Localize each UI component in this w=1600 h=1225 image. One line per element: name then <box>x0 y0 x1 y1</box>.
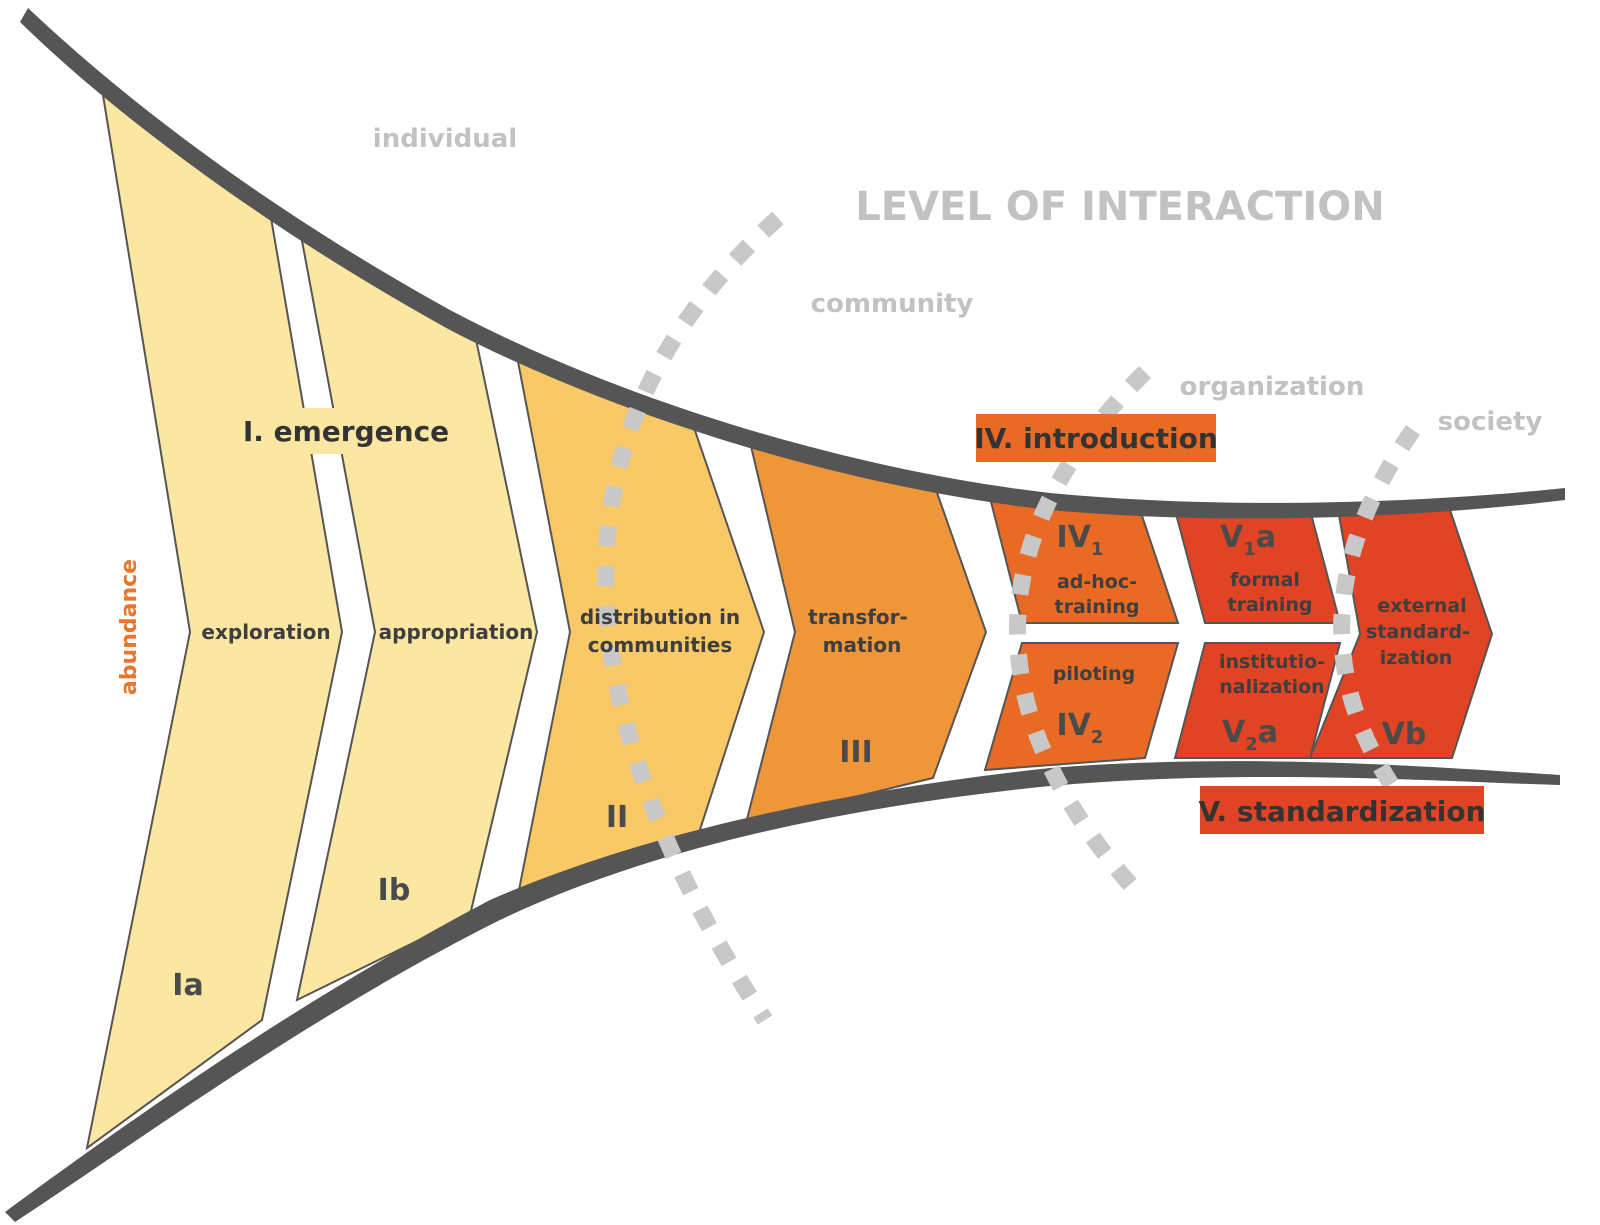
phase-emergence-label: I. emergence <box>243 415 449 448</box>
stage-v1a-code-main: V <box>1220 520 1244 555</box>
stage-v2a-code: V2a <box>1222 715 1278 755</box>
stage-iv2-label: piloting <box>1053 663 1135 685</box>
stage-vb-label-line2: standard- <box>1366 621 1470 643</box>
level-boundary-community-arc <box>597 211 784 1025</box>
stage-v2a-label-line1: institutio- <box>1219 651 1325 673</box>
stage-v1a-code: V1a <box>1220 520 1276 560</box>
stage-ia-label: exploration <box>201 620 330 644</box>
stage-v1a-code-suffix: a <box>1256 520 1276 555</box>
stage-v2a-code-main: V <box>1222 715 1246 750</box>
phase-introduction-badge <box>976 414 1216 462</box>
stage-ii-label-line2: communities <box>588 633 733 657</box>
stage-ii-code: II <box>606 800 628 835</box>
phase-introduction-label: IV. introduction <box>974 422 1218 455</box>
stage-iv1-code: IV1 <box>1057 520 1104 560</box>
stage-v2a-code-suffix: a <box>1258 715 1278 750</box>
stage-ib-label: appropriation <box>379 620 534 644</box>
level-individual: individual <box>373 124 517 154</box>
phase-standardization-label: V. standardization <box>1198 795 1485 828</box>
stage-v2a-code-sub: 2 <box>1245 734 1258 755</box>
stage-v1a-code-sub: 1 <box>1243 539 1256 560</box>
stage-iv1-label-line1: ad-hoc- <box>1057 571 1137 593</box>
stage-iv2-code-main: IV <box>1057 708 1092 743</box>
stage-iv1-code-sub: 1 <box>1091 539 1104 560</box>
level-organization: organization <box>1180 372 1365 402</box>
stage-v1a-label-line1: formal <box>1230 569 1300 591</box>
level-title: LEVEL OF INTERACTION <box>855 184 1385 230</box>
stage-vb-label-line1: external <box>1377 595 1466 617</box>
stage-iv2-code-sub: 2 <box>1091 727 1104 748</box>
phase-standardization-badge <box>1200 786 1484 834</box>
abundance-label: abundance <box>117 559 142 695</box>
stage-iii-label-line1: transfor- <box>808 605 908 629</box>
stage-ia-code: Ia <box>172 968 203 1003</box>
stage-iii-label-line2: mation <box>823 633 902 657</box>
level-community: community <box>811 289 974 319</box>
level-boundary-society-arc <box>1333 425 1420 795</box>
stage-v1a-label-line2: training <box>1228 594 1313 616</box>
stage-iii-code: III <box>839 735 873 770</box>
stage-iv2-code: IV2 <box>1057 708 1104 748</box>
stage-vb-code: Vb <box>1382 717 1427 752</box>
stage-iv1-label-line2: training <box>1055 596 1140 618</box>
stage-ib-code: Ib <box>378 873 411 908</box>
stage-vb-label-line3: ization <box>1380 647 1453 669</box>
stage-ii-label-line1: distribution in <box>580 605 740 629</box>
phase-emergence-badge <box>243 408 448 454</box>
level-society: society <box>1438 407 1543 437</box>
stage-iv1-code-main: IV <box>1057 520 1092 555</box>
stage-v2a-label-line2: nalization <box>1219 676 1324 698</box>
